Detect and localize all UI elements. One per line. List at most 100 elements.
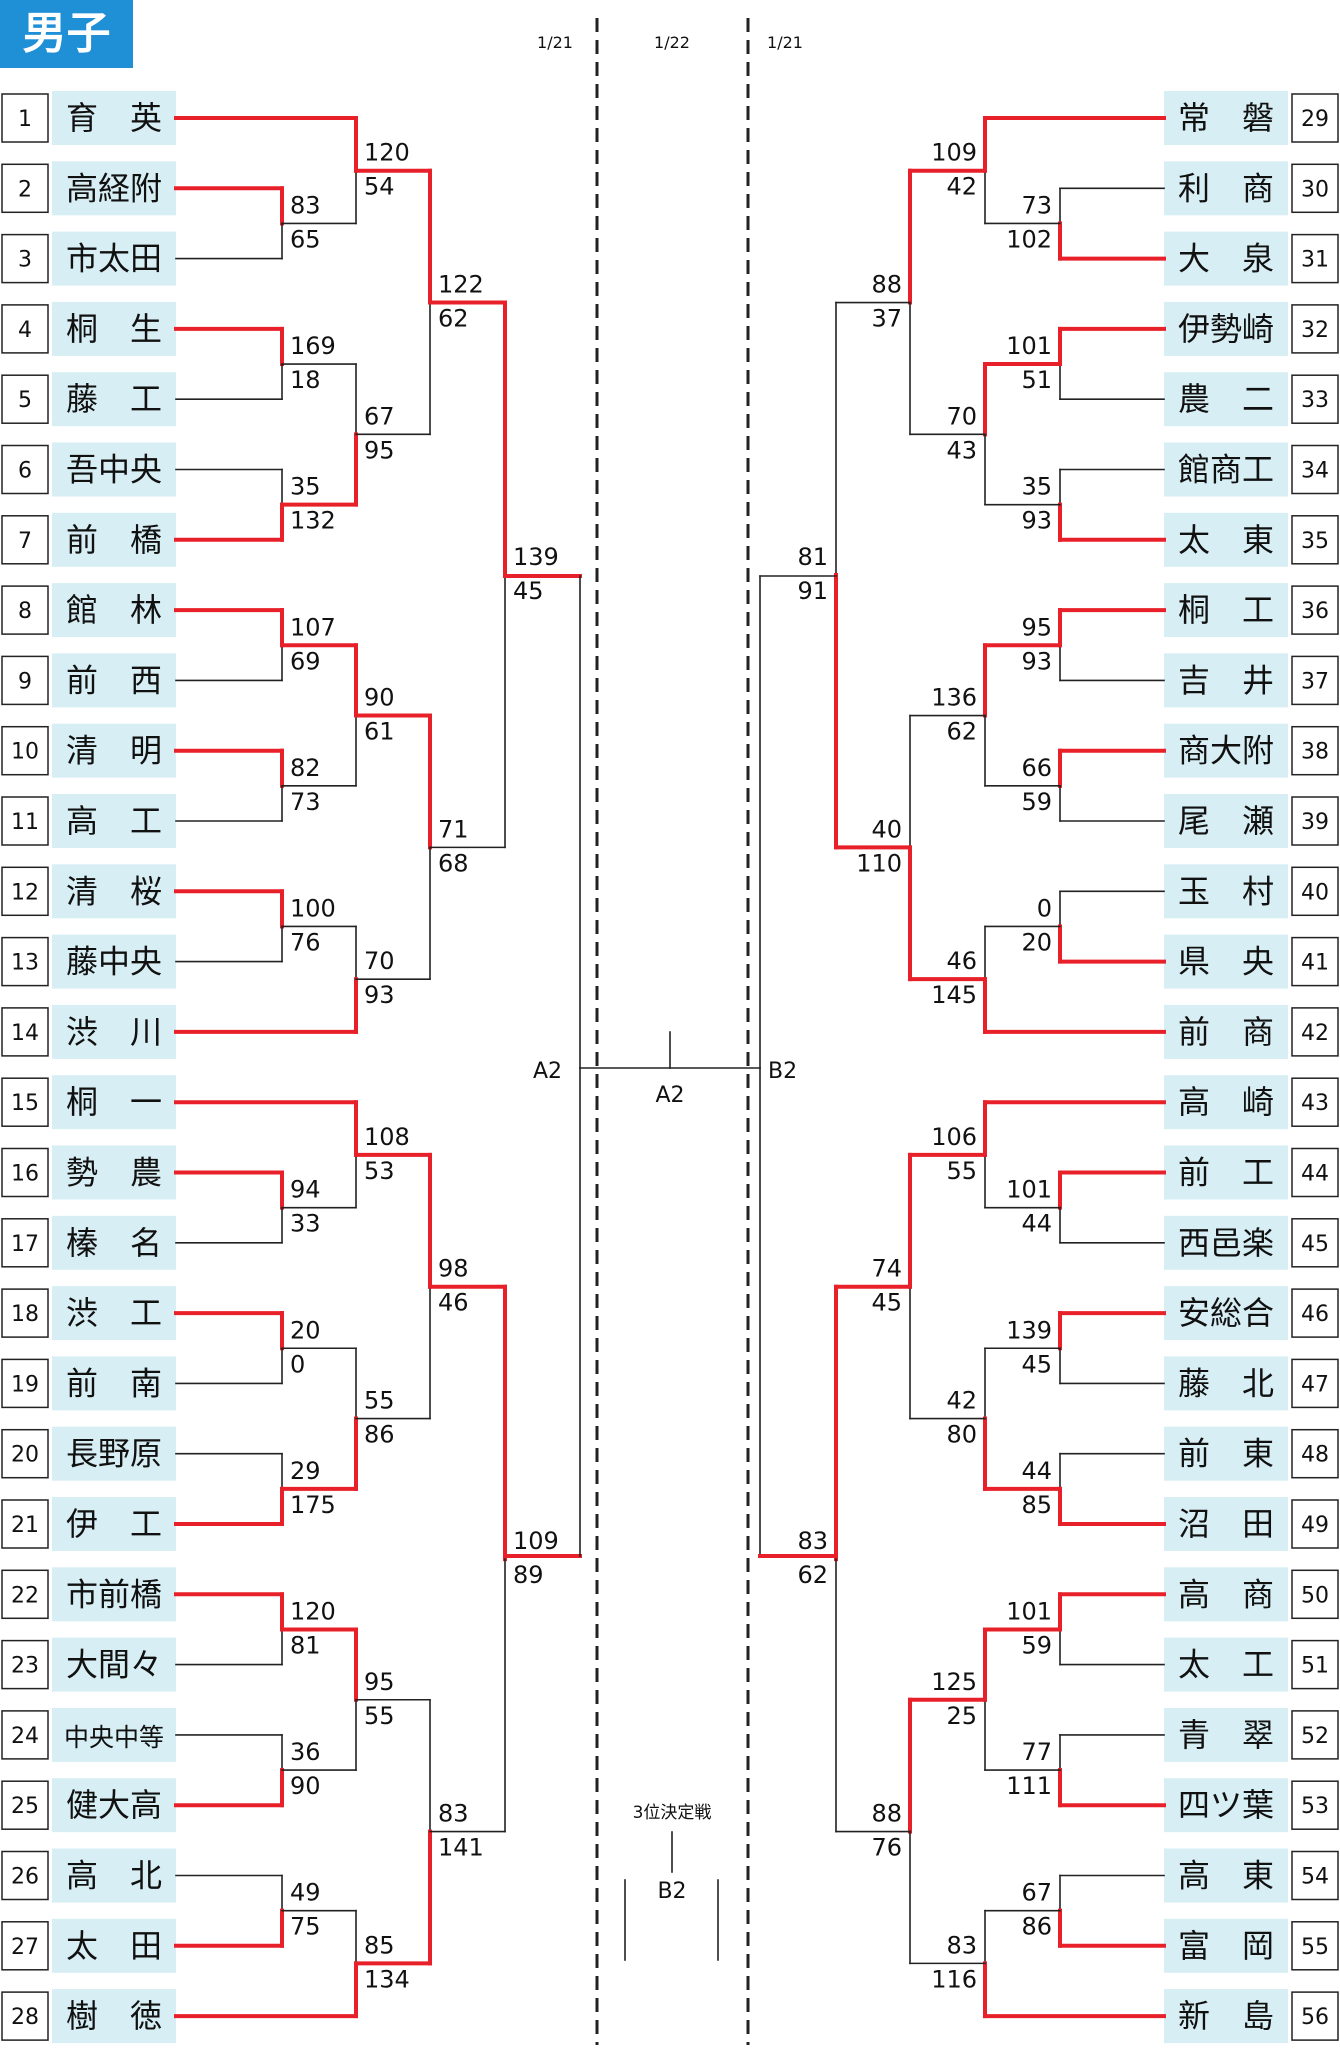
team-name: 吾中央 [66, 451, 162, 489]
score: 0 [1037, 894, 1052, 922]
score: 109 [931, 139, 977, 167]
team-name: 前 東 [1178, 1435, 1274, 1473]
seed-box [1291, 1710, 1339, 1760]
seed-box [1, 233, 49, 284]
score: 120 [290, 1597, 336, 1625]
team-name: 館 林 [66, 591, 162, 629]
score: 73 [1021, 191, 1052, 219]
seed-box [1291, 1569, 1339, 1620]
seed-box [1291, 93, 1339, 143]
seed-number: 41 [1301, 951, 1329, 976]
seed-number: 30 [1301, 177, 1329, 202]
seed-box [1291, 374, 1339, 424]
team-name-box [1164, 1989, 1288, 2044]
seed-number: 55 [1301, 1935, 1329, 1960]
score: 145 [931, 981, 977, 1009]
seed-number: 42 [1301, 1021, 1329, 1046]
team-name-box [1164, 1497, 1288, 1551]
score: 109 [513, 1527, 559, 1555]
team-name-box [52, 1918, 176, 1973]
team-name-box [52, 1426, 176, 1481]
team-name-box [1164, 1848, 1288, 1903]
semi-right-label: B2 [768, 1059, 797, 1084]
team-name: 前 工 [1178, 1154, 1274, 1192]
seed-number: 33 [1301, 388, 1329, 413]
team-name: 玉 村 [1178, 872, 1274, 910]
seed-box [1, 1780, 49, 1830]
seed-number: 35 [1301, 529, 1329, 554]
team-name-box [52, 231, 176, 286]
seed-box [1, 655, 49, 706]
team-name-box [52, 723, 176, 778]
team-name-box [1164, 583, 1288, 638]
seed-number: 5 [18, 388, 32, 413]
score: 95 [1021, 613, 1052, 641]
team-name: 清 明 [66, 732, 162, 770]
seed-box [1291, 1921, 1339, 1971]
score: 83 [946, 1931, 977, 1959]
team-name: 太 田 [66, 1927, 162, 1965]
score: 54 [364, 173, 395, 201]
seed-box [1291, 1288, 1339, 1338]
score: 46 [946, 947, 977, 975]
seed-number: 3 [18, 248, 32, 273]
team-name-box [1164, 864, 1288, 919]
team-name-box [52, 301, 176, 356]
score: 101 [1006, 332, 1052, 360]
team-name: 長野原 [66, 1435, 162, 1473]
seed-number: 9 [18, 669, 32, 694]
seed-number: 24 [11, 1724, 39, 1749]
team-name-box [1164, 1567, 1288, 1622]
seed-number: 51 [1301, 1654, 1329, 1679]
team-name-box [1164, 1707, 1288, 1762]
score: 77 [1021, 1738, 1052, 1766]
seed-number: 43 [1301, 1091, 1329, 1116]
team-name: 前 橋 [66, 521, 162, 559]
team-name: 伊 工 [66, 1505, 162, 1543]
third-place-label: B2 [657, 1879, 686, 1904]
score: 53 [364, 1157, 395, 1185]
seed-box [1291, 796, 1339, 846]
team-name-box [1164, 1004, 1288, 1059]
bracket-title: 男子 [0, 0, 133, 68]
seed-box [1291, 1358, 1339, 1409]
seed-box [1291, 585, 1339, 635]
seed-box [1, 866, 49, 917]
seed-box [1, 163, 49, 214]
seed-number: 22 [11, 1583, 39, 1608]
score: 62 [438, 305, 469, 333]
score: 141 [438, 1834, 484, 1862]
team-name: 常 磐 [1178, 99, 1274, 137]
seed-box [1, 515, 49, 565]
score: 76 [871, 1834, 902, 1862]
team-name-box [52, 934, 176, 989]
seed-number: 15 [11, 1091, 39, 1116]
score: 36 [290, 1738, 321, 1766]
team-name-box [52, 1497, 176, 1551]
score: 70 [364, 947, 395, 975]
seed-box [1, 1007, 49, 1057]
seed-number: 38 [1301, 740, 1329, 765]
team-name: 育 英 [66, 99, 162, 137]
team-name-box [1164, 1637, 1288, 1692]
seed-box [1291, 1991, 1339, 2041]
seed-number: 13 [11, 951, 39, 976]
team-name-box [52, 583, 176, 638]
seed-box [1, 1710, 49, 1760]
team-name: 高 崎 [1178, 1083, 1274, 1121]
team-name: 市前橋 [66, 1575, 162, 1613]
score: 93 [1021, 507, 1052, 535]
score: 42 [946, 173, 977, 201]
score: 35 [1021, 473, 1052, 501]
score: 69 [290, 647, 321, 675]
team-name-box [52, 442, 176, 497]
seed-box [1, 796, 49, 846]
score: 136 [931, 684, 977, 712]
seed-number: 12 [11, 880, 39, 905]
team-name-box [1164, 723, 1288, 778]
seed-number: 54 [1301, 1865, 1329, 1890]
team-name-box [1164, 934, 1288, 989]
seed-box [1291, 1007, 1339, 1057]
score: 65 [290, 225, 321, 253]
seed-number: 47 [1301, 1372, 1329, 1397]
